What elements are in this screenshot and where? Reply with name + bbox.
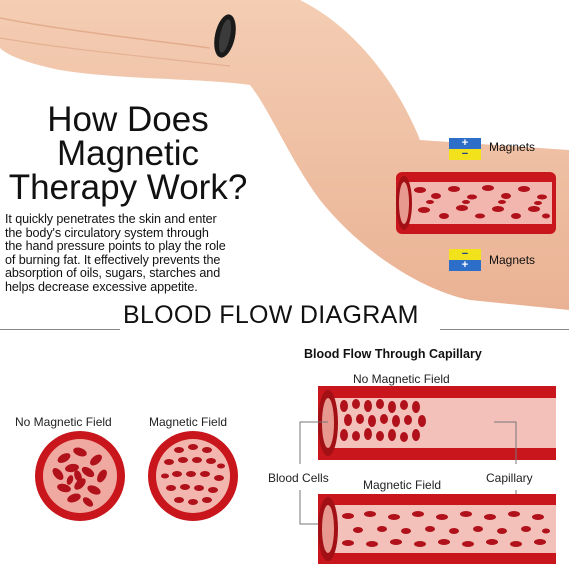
hero-title-line: Magnetic [56,134,200,173]
capillary-label-field: Magnetic Field [363,478,442,492]
description-line: the hand pressure points to play the rol… [5,239,226,254]
capillary-field [318,494,556,564]
hero-title: How Does Magnetic Therapy Work? [0,100,256,207]
ring-icon [214,14,236,58]
arm-vessel-diagram [396,172,556,234]
cross-section-field [148,431,238,521]
magnet-bottom-icon: − + [449,249,481,271]
magnets-label-bottom: Magnets [489,253,536,267]
description-line: of burning fat. It effectively prevents … [5,252,221,267]
cross-section-no-field [35,431,125,521]
description-line: absorption of oils, sugars, starches and [5,266,221,281]
section-title: BLOOD FLOW DIAGRAM [123,301,419,329]
description-line: the body's circulatory system through [5,225,209,240]
hero-title-line: How Does [47,100,209,139]
callout-capillary: Capillary [486,471,533,485]
hero-description: It quickly penetrates the skin and enter… [5,212,305,295]
cross-section-label-no-field: No Magnetic Field [15,415,112,429]
magnet-top-icon: + − [449,138,481,160]
description-line: helps decrease excessive appetite. [5,279,198,294]
divider-right [440,329,569,330]
hero-title-line: Therapy Work? [8,168,248,207]
capillary-label-no-field: No Magnetic Field [353,372,450,386]
callout-blood-cells: Blood Cells [268,471,329,485]
cross-section-label-field: Magnetic Field [149,415,228,429]
divider-left [0,329,120,330]
capillary-heading: Blood Flow Through Capillary [304,347,482,361]
magnets-label-top: Magnets [489,140,536,154]
description-line: It quickly penetrates the skin and enter [5,212,217,226]
